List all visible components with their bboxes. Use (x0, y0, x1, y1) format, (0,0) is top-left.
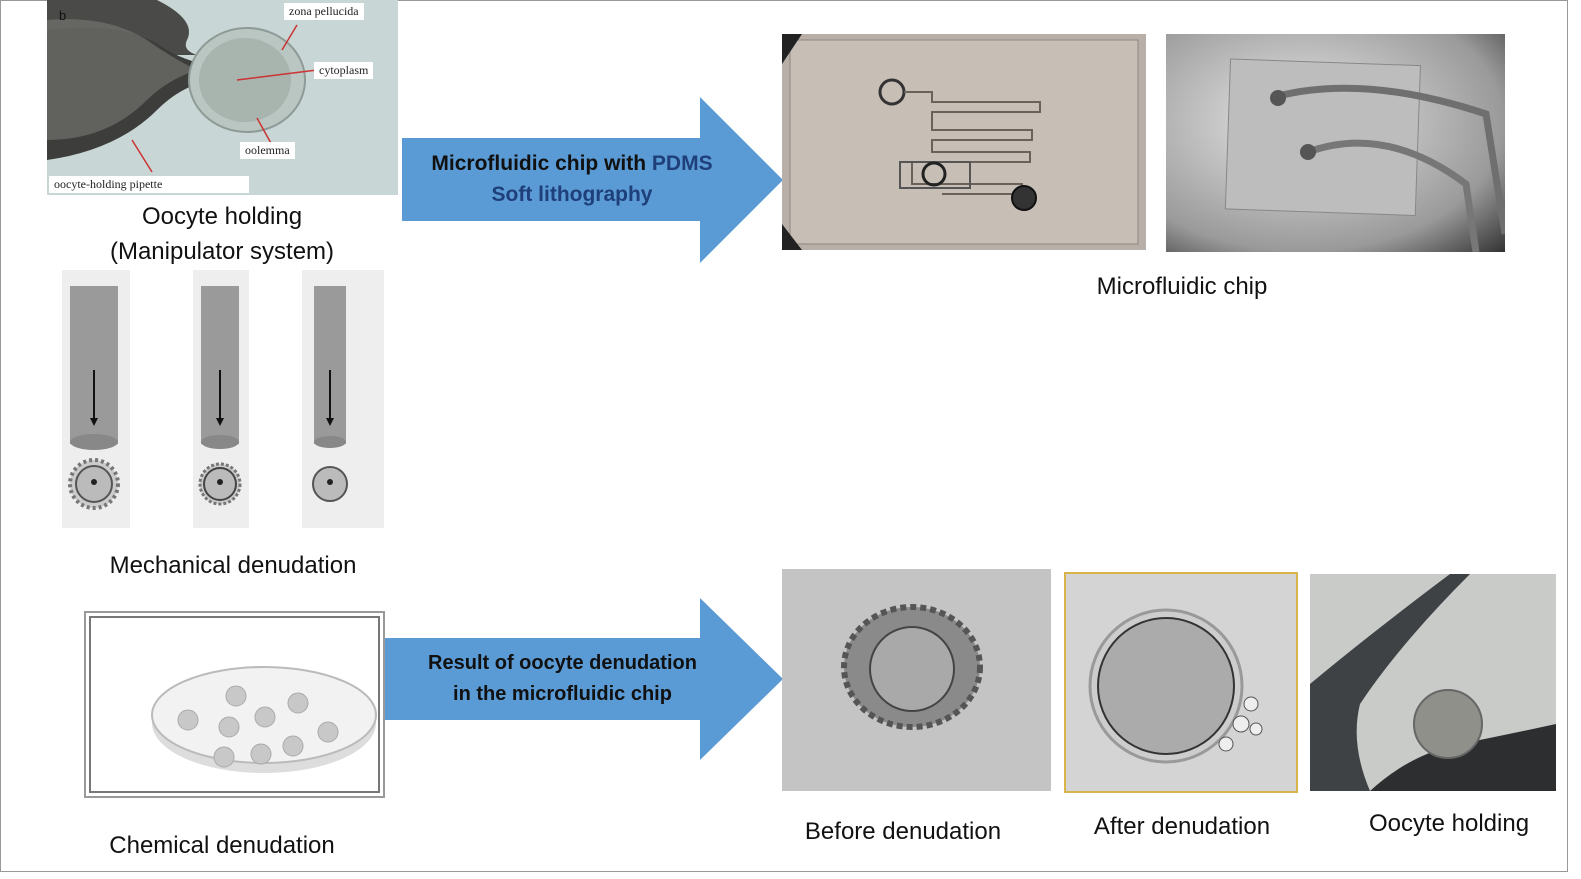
arrow-bottom-text: Result of oocyte denudation in the micro… (395, 648, 730, 710)
pipette-2 (193, 270, 249, 528)
micrograph-drawing (47, 0, 318, 173)
arrow-bottom (385, 598, 783, 760)
arrow-top-line2: Soft lithography (491, 183, 653, 206)
arrow-bottom-line1: Result of oocyte denudation (428, 652, 697, 674)
caption-manipulator-system: (Manipulator system) (109, 238, 335, 265)
label-cytoplasm: cytoplasm (314, 62, 374, 79)
caption-oocyte-holding: Oocyte holding (141, 203, 303, 230)
caption-before-denudation: Before denudation (804, 818, 1002, 845)
holding-drawing (1310, 574, 1556, 791)
microfluidic-chip-photo-1 (782, 34, 1146, 250)
caption-chemical-denudation: Chemical denudation (109, 832, 335, 859)
oocyte-holding-micrograph: b zona pellucida cytoplasm oolemma oocyt… (47, 0, 398, 195)
before-denudation-photo (782, 569, 1051, 791)
label-holding-pipette: oocyte-holding pipette (49, 176, 249, 193)
caption-oocyte-holding-result: Oocyte holding (1368, 810, 1530, 837)
microfluidic-chip-photo-2 (1166, 34, 1505, 252)
chip-tubing-drawing (1224, 58, 1505, 252)
chip-channel-drawing (782, 34, 1139, 250)
arrow-top-pdms: PDMS (651, 152, 713, 175)
label-oolemma: oolemma (240, 142, 295, 159)
after-denudation-photo (1064, 572, 1298, 793)
arrow-top (402, 97, 783, 263)
caption-microfluidic-chip: Microfluidic chip (1096, 273, 1268, 300)
caption-mechanical-denudation: Mechanical denudation (109, 552, 357, 579)
arrow-top-text: Microfluidic chip with PDMS Soft lithogr… (402, 148, 742, 210)
before-oocyte-drawing (841, 604, 983, 730)
chemical-denudation-illustration (84, 611, 385, 798)
oocyte-holding-photo (1310, 574, 1556, 791)
panel-letter: b (59, 8, 67, 23)
mechanical-denudation-illustration (62, 270, 384, 528)
arrow-top-line1: Microfluidic chip with (431, 152, 652, 175)
pipette-3 (302, 270, 384, 528)
after-oocyte-drawing (1088, 608, 1263, 764)
caption-after-denudation: After denudation (1093, 813, 1271, 840)
pipette-1 (62, 270, 130, 528)
label-zona-pellucida: zona pellucida (284, 3, 364, 20)
oocytes-in-dish (177, 685, 339, 768)
arrow-bottom-line2: in the microfluidic chip (453, 683, 672, 705)
